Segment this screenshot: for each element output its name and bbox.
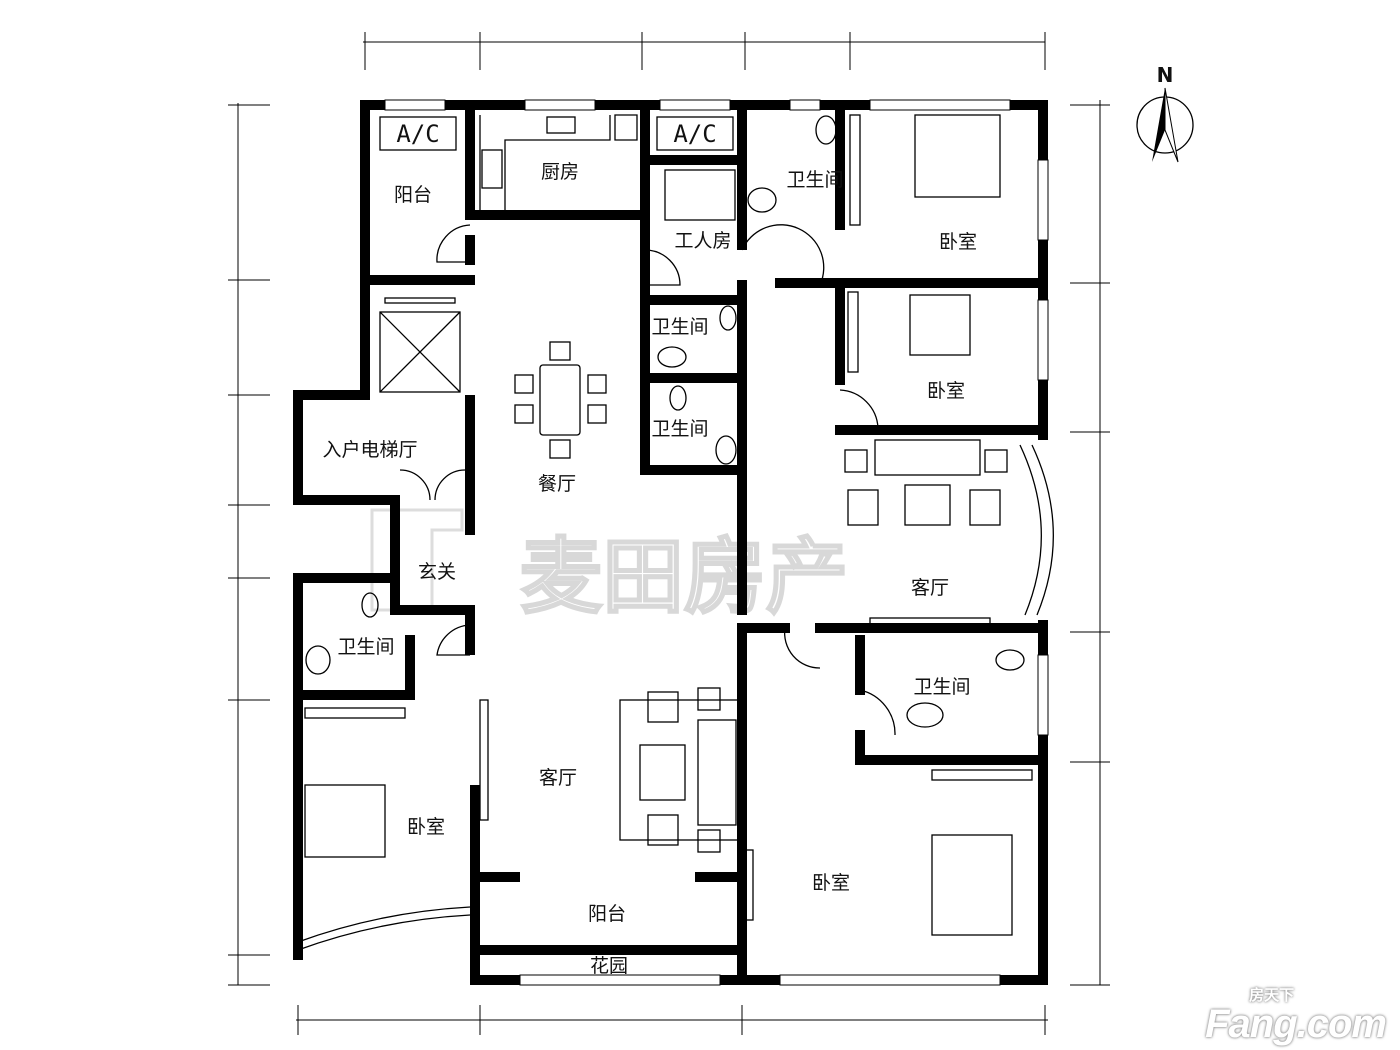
room-label-bedroom: 卧室	[407, 816, 445, 838]
room-label-garden: 花园	[590, 955, 628, 977]
room-label-living-room: 客厅	[539, 767, 577, 789]
room-labels: A/C A/C 阳台 厨房 工人房 卫生间 卧室 卫生间 卫生间 卧室 入户电梯…	[322, 120, 977, 977]
sofa-set-main	[619, 687, 739, 853]
room-label-bedroom: 卧室	[812, 872, 850, 894]
site-logo-cn: 房天下	[1249, 987, 1295, 1004]
bay-window	[1019, 444, 1054, 616]
room-label-bathroom: 卫生间	[651, 418, 708, 440]
compass-icon: N	[1136, 63, 1194, 163]
room-label-balcony: 阳台	[588, 903, 626, 925]
room-label-dining: 餐厅	[538, 473, 576, 495]
watermark-text: 麦田房产	[520, 530, 848, 625]
kitchen-counter	[479, 114, 638, 210]
ac-box-left	[379, 116, 457, 151]
ac-label: A/C	[396, 120, 439, 148]
doors	[399, 224, 896, 921]
sink-icon	[546, 116, 576, 134]
stove-icon	[481, 149, 503, 189]
ac-label: A/C	[673, 120, 716, 148]
room-label-worker-room: 工人房	[674, 230, 731, 252]
elevator-icon	[379, 297, 461, 393]
beds	[304, 114, 1033, 936]
room-label-elevator-hall: 入户电梯厅	[322, 439, 417, 461]
room-label-bathroom: 卫生间	[913, 676, 970, 698]
room-label-living-room: 客厅	[911, 577, 949, 599]
room-label-balcony: 阳台	[394, 184, 432, 206]
room-label-bathroom: 卫生间	[786, 169, 843, 191]
room-label-bathroom: 卫生间	[337, 636, 394, 658]
sofa-set-right	[844, 439, 1008, 625]
bay-window-left	[297, 906, 471, 951]
compass-north-label: N	[1157, 63, 1174, 87]
windows	[384, 99, 1049, 986]
dining-table	[514, 341, 607, 459]
watermark: 麦田房产	[370, 508, 849, 626]
room-label-kitchen: 厨房	[541, 161, 579, 183]
bath-fixtures	[305, 115, 1025, 728]
site-logo-en: Fang.com	[1205, 1002, 1387, 1046]
room-label-foyer: 玄关	[418, 561, 456, 583]
room-label-bathroom: 卫生间	[651, 316, 708, 338]
site-logo: 房天下 Fang.com	[1205, 987, 1387, 1046]
ac-box-right	[656, 116, 734, 151]
room-label-bedroom: 卧室	[927, 380, 965, 402]
room-label-bedroom: 卧室	[939, 231, 977, 253]
dimension-lines	[228, 32, 1110, 1035]
